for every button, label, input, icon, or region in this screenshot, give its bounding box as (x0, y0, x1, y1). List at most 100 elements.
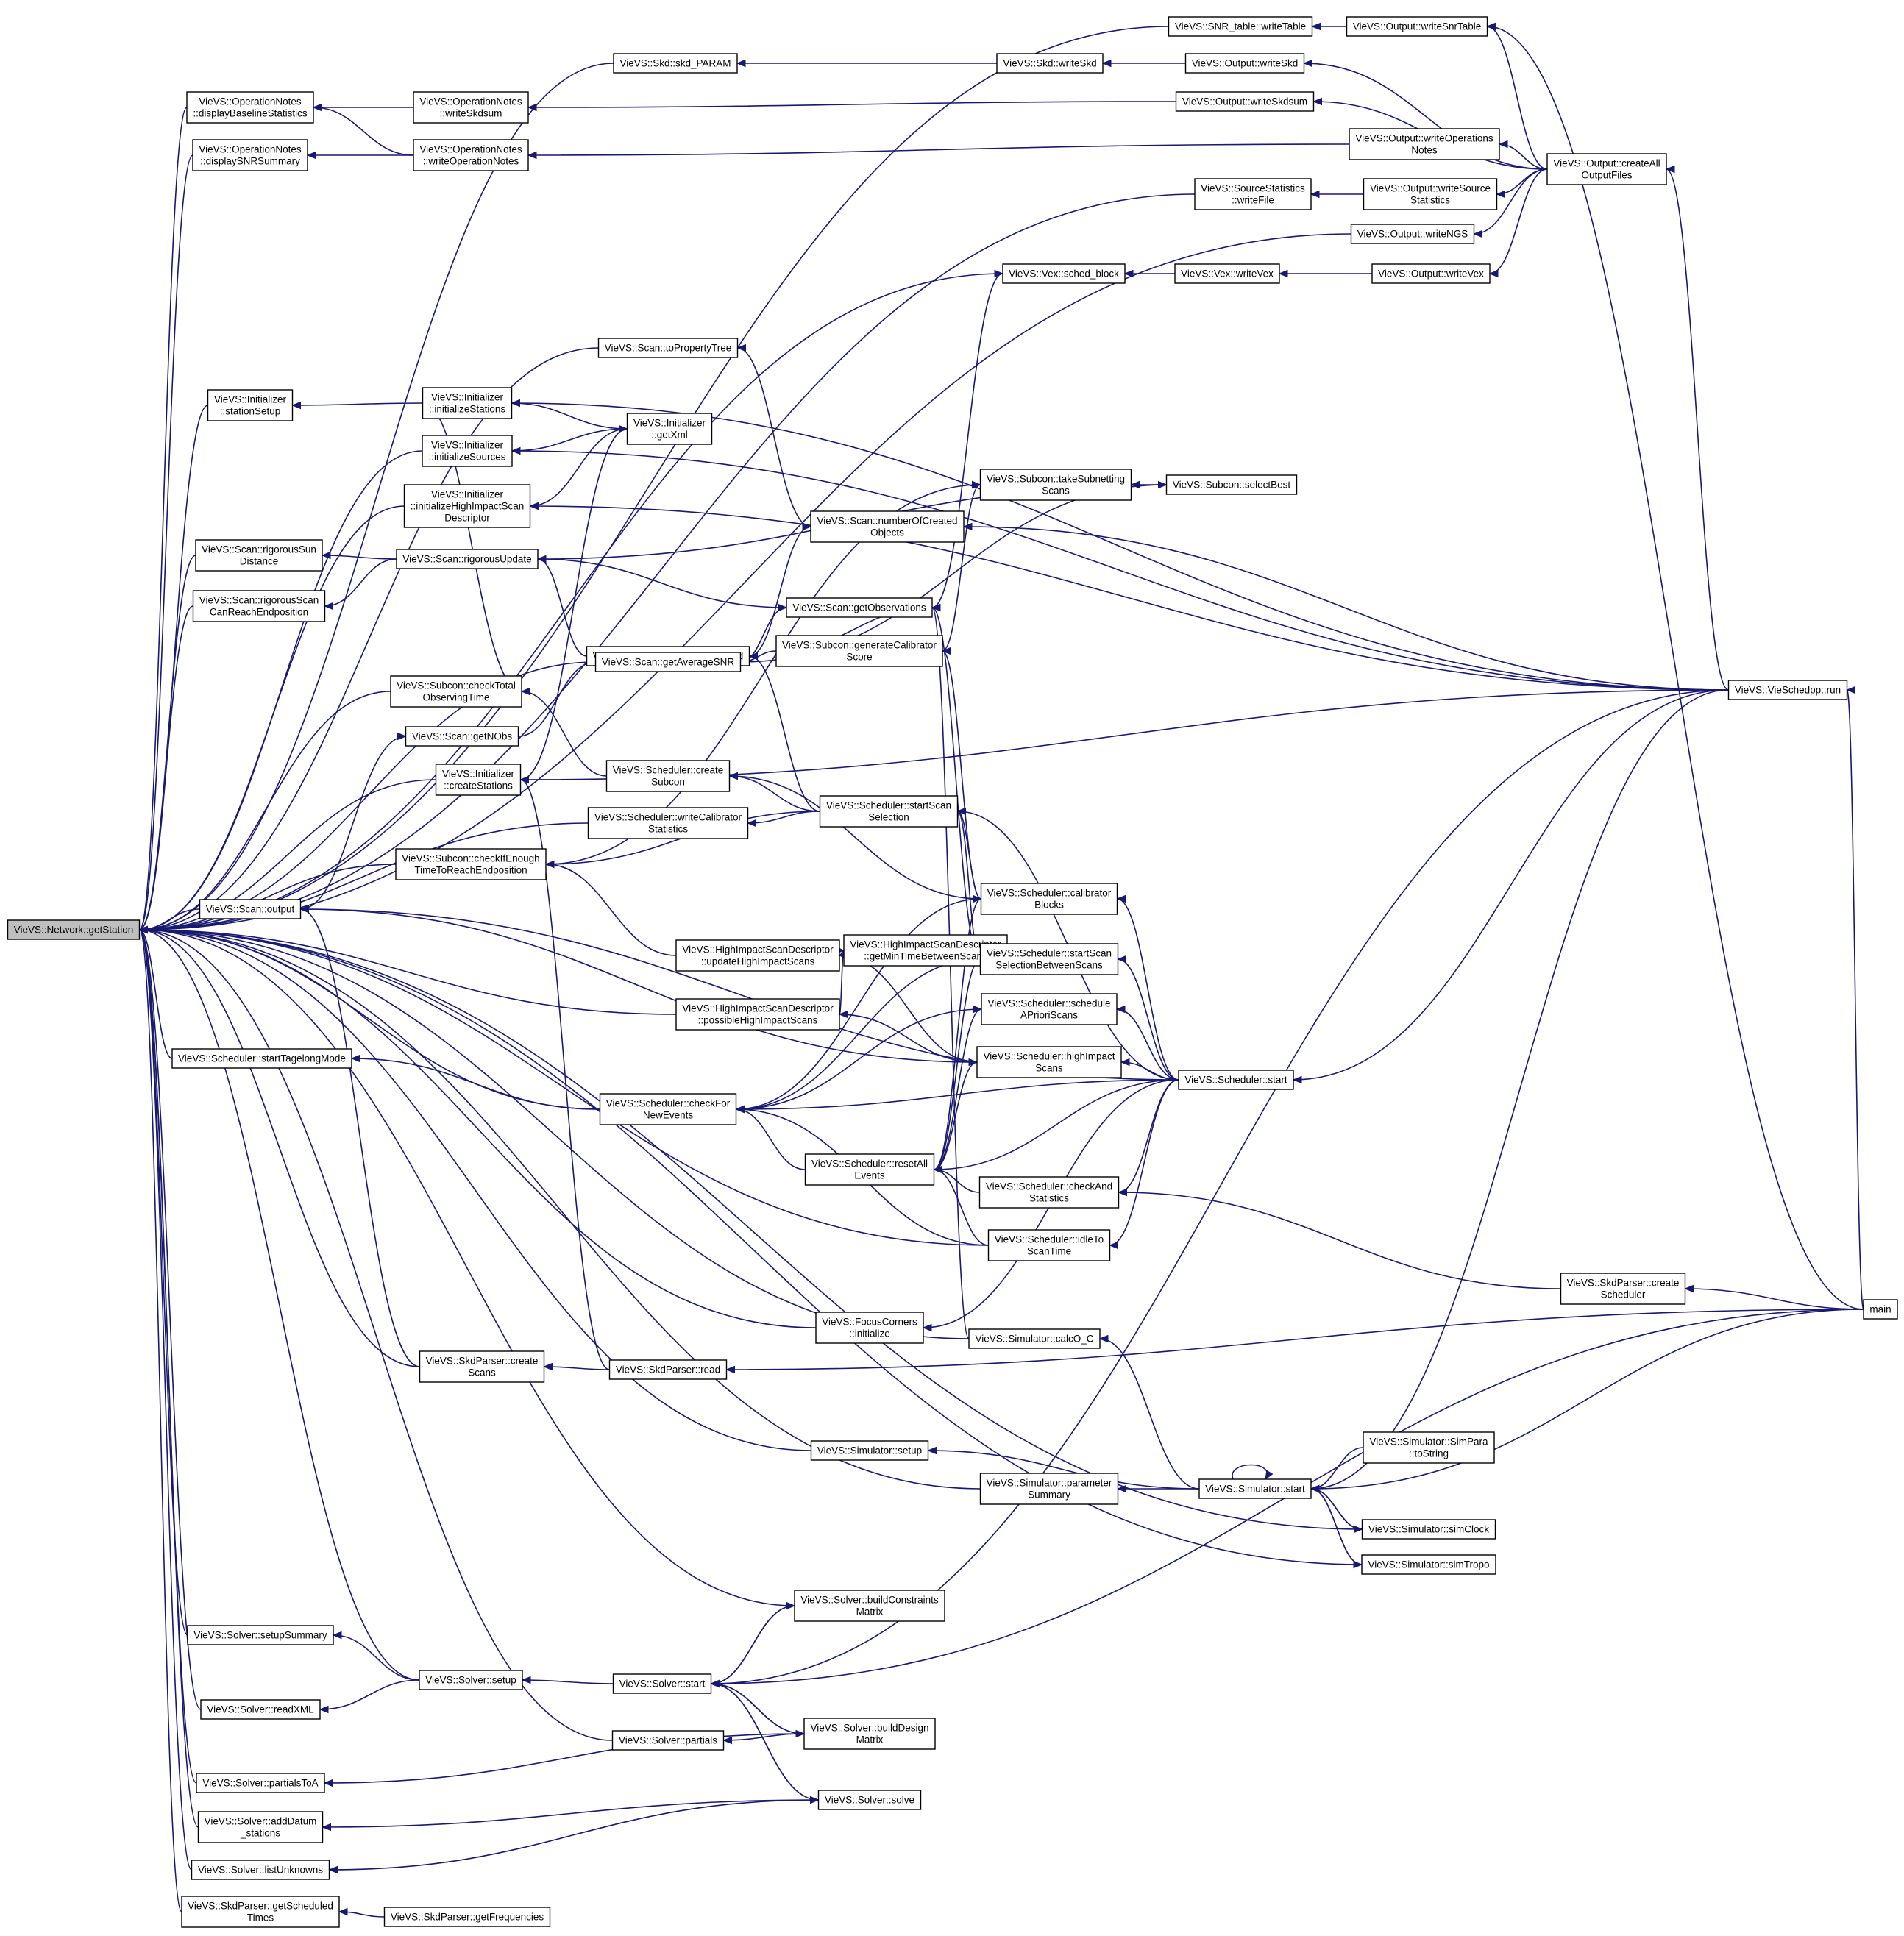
node-solvAddDatum[interactable]: VieVS::Solver::addDatum_stations (197, 1811, 324, 1843)
node-scanRigCanReach[interactable]: VieVS::Scan::rigorousScanCanReachEndposi… (192, 590, 326, 622)
node-simCalcOC[interactable]: VieVS::Simulator::calcO_C (968, 1328, 1101, 1349)
arrowhead-icon (319, 1705, 329, 1714)
node-simSimParaToString[interactable]: VieVS::Simulator::SimPara::toString (1363, 1431, 1495, 1464)
node-skdWriteSkd[interactable]: VieVS::Skd::writeSkd (996, 53, 1104, 74)
node-schedStartScanBetween[interactable]: VieVS::Scheduler::startScanSelectionBetw… (979, 943, 1119, 975)
node-skdRead[interactable]: VieVS::SkdParser::read (608, 1359, 728, 1380)
node-simSetup[interactable]: VieVS::Simulator::setup (810, 1440, 929, 1461)
node-opWriteOpNotes[interactable]: VieVS::OperationNotes::writeOperationNot… (413, 139, 529, 171)
node-hiPossible[interactable]: VieVS::HighImpactScanDescriptor::possibl… (675, 998, 840, 1031)
node-scanRigUpdate[interactable]: VieVS::Scan::rigorousUpdate (396, 549, 539, 569)
node-outWriteSkdsum[interactable]: VieVS::Output::writeSkdsum (1175, 91, 1315, 112)
node-vexWriteVex[interactable]: VieVS::Vex::writeVex (1174, 263, 1280, 284)
node-box (987, 1229, 1111, 1261)
node-solvListUnknowns[interactable]: VieVS::Solver::listUnknowns (191, 1860, 330, 1880)
node-subconCheckIfEnough[interactable]: VieVS::Subcon::checkIfEnoughTimeToReachE… (395, 848, 547, 880)
node-initInitStations[interactable]: VieVS::Initializer::initializeStations (422, 387, 513, 419)
node-label: Statistics (1410, 195, 1450, 206)
node-getStation[interactable]: VieVS::Network::getStation (7, 919, 141, 940)
arrowhead-icon (1665, 165, 1675, 174)
node-opWriteSkdsum[interactable]: VieVS::OperationNotes::writeSkdsum (413, 91, 529, 124)
node-label: VieVS::Output::writeSkdsum (1182, 96, 1307, 107)
node-initGetXml[interactable]: VieVS::Initializer::getXml (626, 413, 713, 445)
edge-outWriteNGS-to-getStation (139, 233, 1351, 930)
node-label: VieVS::Solver::buildDesign (810, 1723, 928, 1734)
node-vexSchedBlock[interactable]: VieVS::Vex::sched_block (1002, 263, 1126, 284)
node-solvSolve[interactable]: VieVS::Solver::solve (817, 1790, 922, 1810)
node-simSimClock[interactable]: VieVS::Simulator::simClock (1361, 1519, 1496, 1540)
node-skdParam[interactable]: VieVS::Skd::skd_PARAM (613, 53, 738, 74)
node-outWriteSnrTable[interactable]: VieVS::Output::writeSnrTable (1346, 16, 1488, 37)
edge-simStart-to-simSetup (928, 1450, 1200, 1490)
node-label: VieVS::Initializer (214, 394, 287, 405)
node-solvSetupSummary[interactable]: VieVS::Solver::setupSummary (187, 1625, 334, 1645)
node-focusInit[interactable]: VieVS::FocusCorners::initialize (815, 1312, 924, 1344)
node-solvPartials[interactable]: VieVS::Solver::partials (611, 1730, 725, 1751)
node-label: NewEvents (643, 1110, 694, 1121)
node-schedStartTagalong[interactable]: VieVS::Scheduler::startTagelongMode (171, 1048, 352, 1069)
node-subconSelectBest[interactable]: VieVS::Subcon::selectBest (1165, 474, 1298, 495)
node-label: VieVS::FocusCorners (822, 1317, 917, 1328)
node-solvSetup[interactable]: VieVS::Solver::setup (419, 1670, 523, 1690)
node-initInitSources[interactable]: VieVS::Initializer::initializeSources (422, 435, 513, 467)
arrowhead-icon (972, 480, 981, 489)
node-label: ::initializeStations (429, 404, 506, 415)
node-outWriteNGS[interactable]: VieVS::Output::writeNGS (1350, 224, 1475, 244)
node-main[interactable]: main (1863, 1299, 1898, 1320)
node-vieSchedRun[interactable]: VieVS::VieSchedpp::run (1727, 680, 1848, 700)
node-outWriteSkd[interactable]: VieVS::Output::writeSkd (1184, 53, 1305, 74)
arrowhead-icon (927, 1446, 937, 1455)
node-opDisplaySNR[interactable]: VieVS::OperationNotes::displaySNRSummary (192, 139, 308, 171)
node-scanOutput[interactable]: VieVS::Scan::output (199, 899, 302, 919)
node-skdGetFreq[interactable]: VieVS::SkdParser::getFrequencies (383, 1907, 551, 1927)
node-box (192, 590, 326, 622)
node-initInitHIScan[interactable]: VieVS::Initializer::initializeHighImpact… (403, 484, 531, 528)
node-scanGetNObs[interactable]: VieVS::Scan::getNObs (405, 726, 519, 747)
node-solvReadXML[interactable]: VieVS::Solver::readXML (200, 1699, 321, 1720)
edge-schedIdleTo-to-getStation (139, 929, 989, 1246)
node-initCreateStations[interactable]: VieVS::Initializer::createStations (435, 764, 522, 796)
node-solvStart[interactable]: VieVS::Solver::start (612, 1673, 712, 1694)
node-scanGetAvgSNR[interactable]: VieVS::Scan::getAverageSNR (594, 652, 742, 672)
node-outWriteVex[interactable]: VieVS::Output::writeVex (1371, 263, 1491, 284)
node-srcStatWriteFile[interactable]: VieVS::SourceStatistics::writeFile (1194, 178, 1312, 210)
node-box (804, 1153, 935, 1186)
arrowhead-icon (338, 1907, 348, 1916)
node-solvPartialsToA[interactable]: VieVS::Solver::partialsToA (196, 1773, 325, 1793)
node-schedWriteCalib[interactable]: VieVS::Scheduler::writeCalibratorStatist… (587, 807, 749, 839)
node-simSimTropo[interactable]: VieVS::Simulator::simTropo (1361, 1554, 1496, 1575)
edge-schedSchedAPriori-to-schedCheckForNew (736, 1008, 982, 1110)
node-scanGetObs[interactable]: VieVS::Scan::getObservations (786, 597, 933, 618)
arrowhead-icon (332, 1631, 342, 1640)
node-hiUpdate[interactable]: VieVS::HighImpactScanDescriptor::updateH… (675, 939, 840, 972)
node-snrWriteTable[interactable]: VieVS::SNR_table::writeTable (1168, 16, 1313, 37)
node-simStart[interactable]: VieVS::Simulator::start (1198, 1478, 1312, 1499)
node-initStationSetup[interactable]: VieVS::Initializer::stationSetup (207, 389, 294, 421)
node-schedStart[interactable]: VieVS::Scheduler::start (1178, 1070, 1294, 1090)
node-scanToPropTree[interactable]: VieVS::Scan::toPropertyTree (597, 338, 739, 358)
node-opDisplayBaseline[interactable]: VieVS::OperationNotes::displayBaselineSt… (186, 91, 314, 124)
